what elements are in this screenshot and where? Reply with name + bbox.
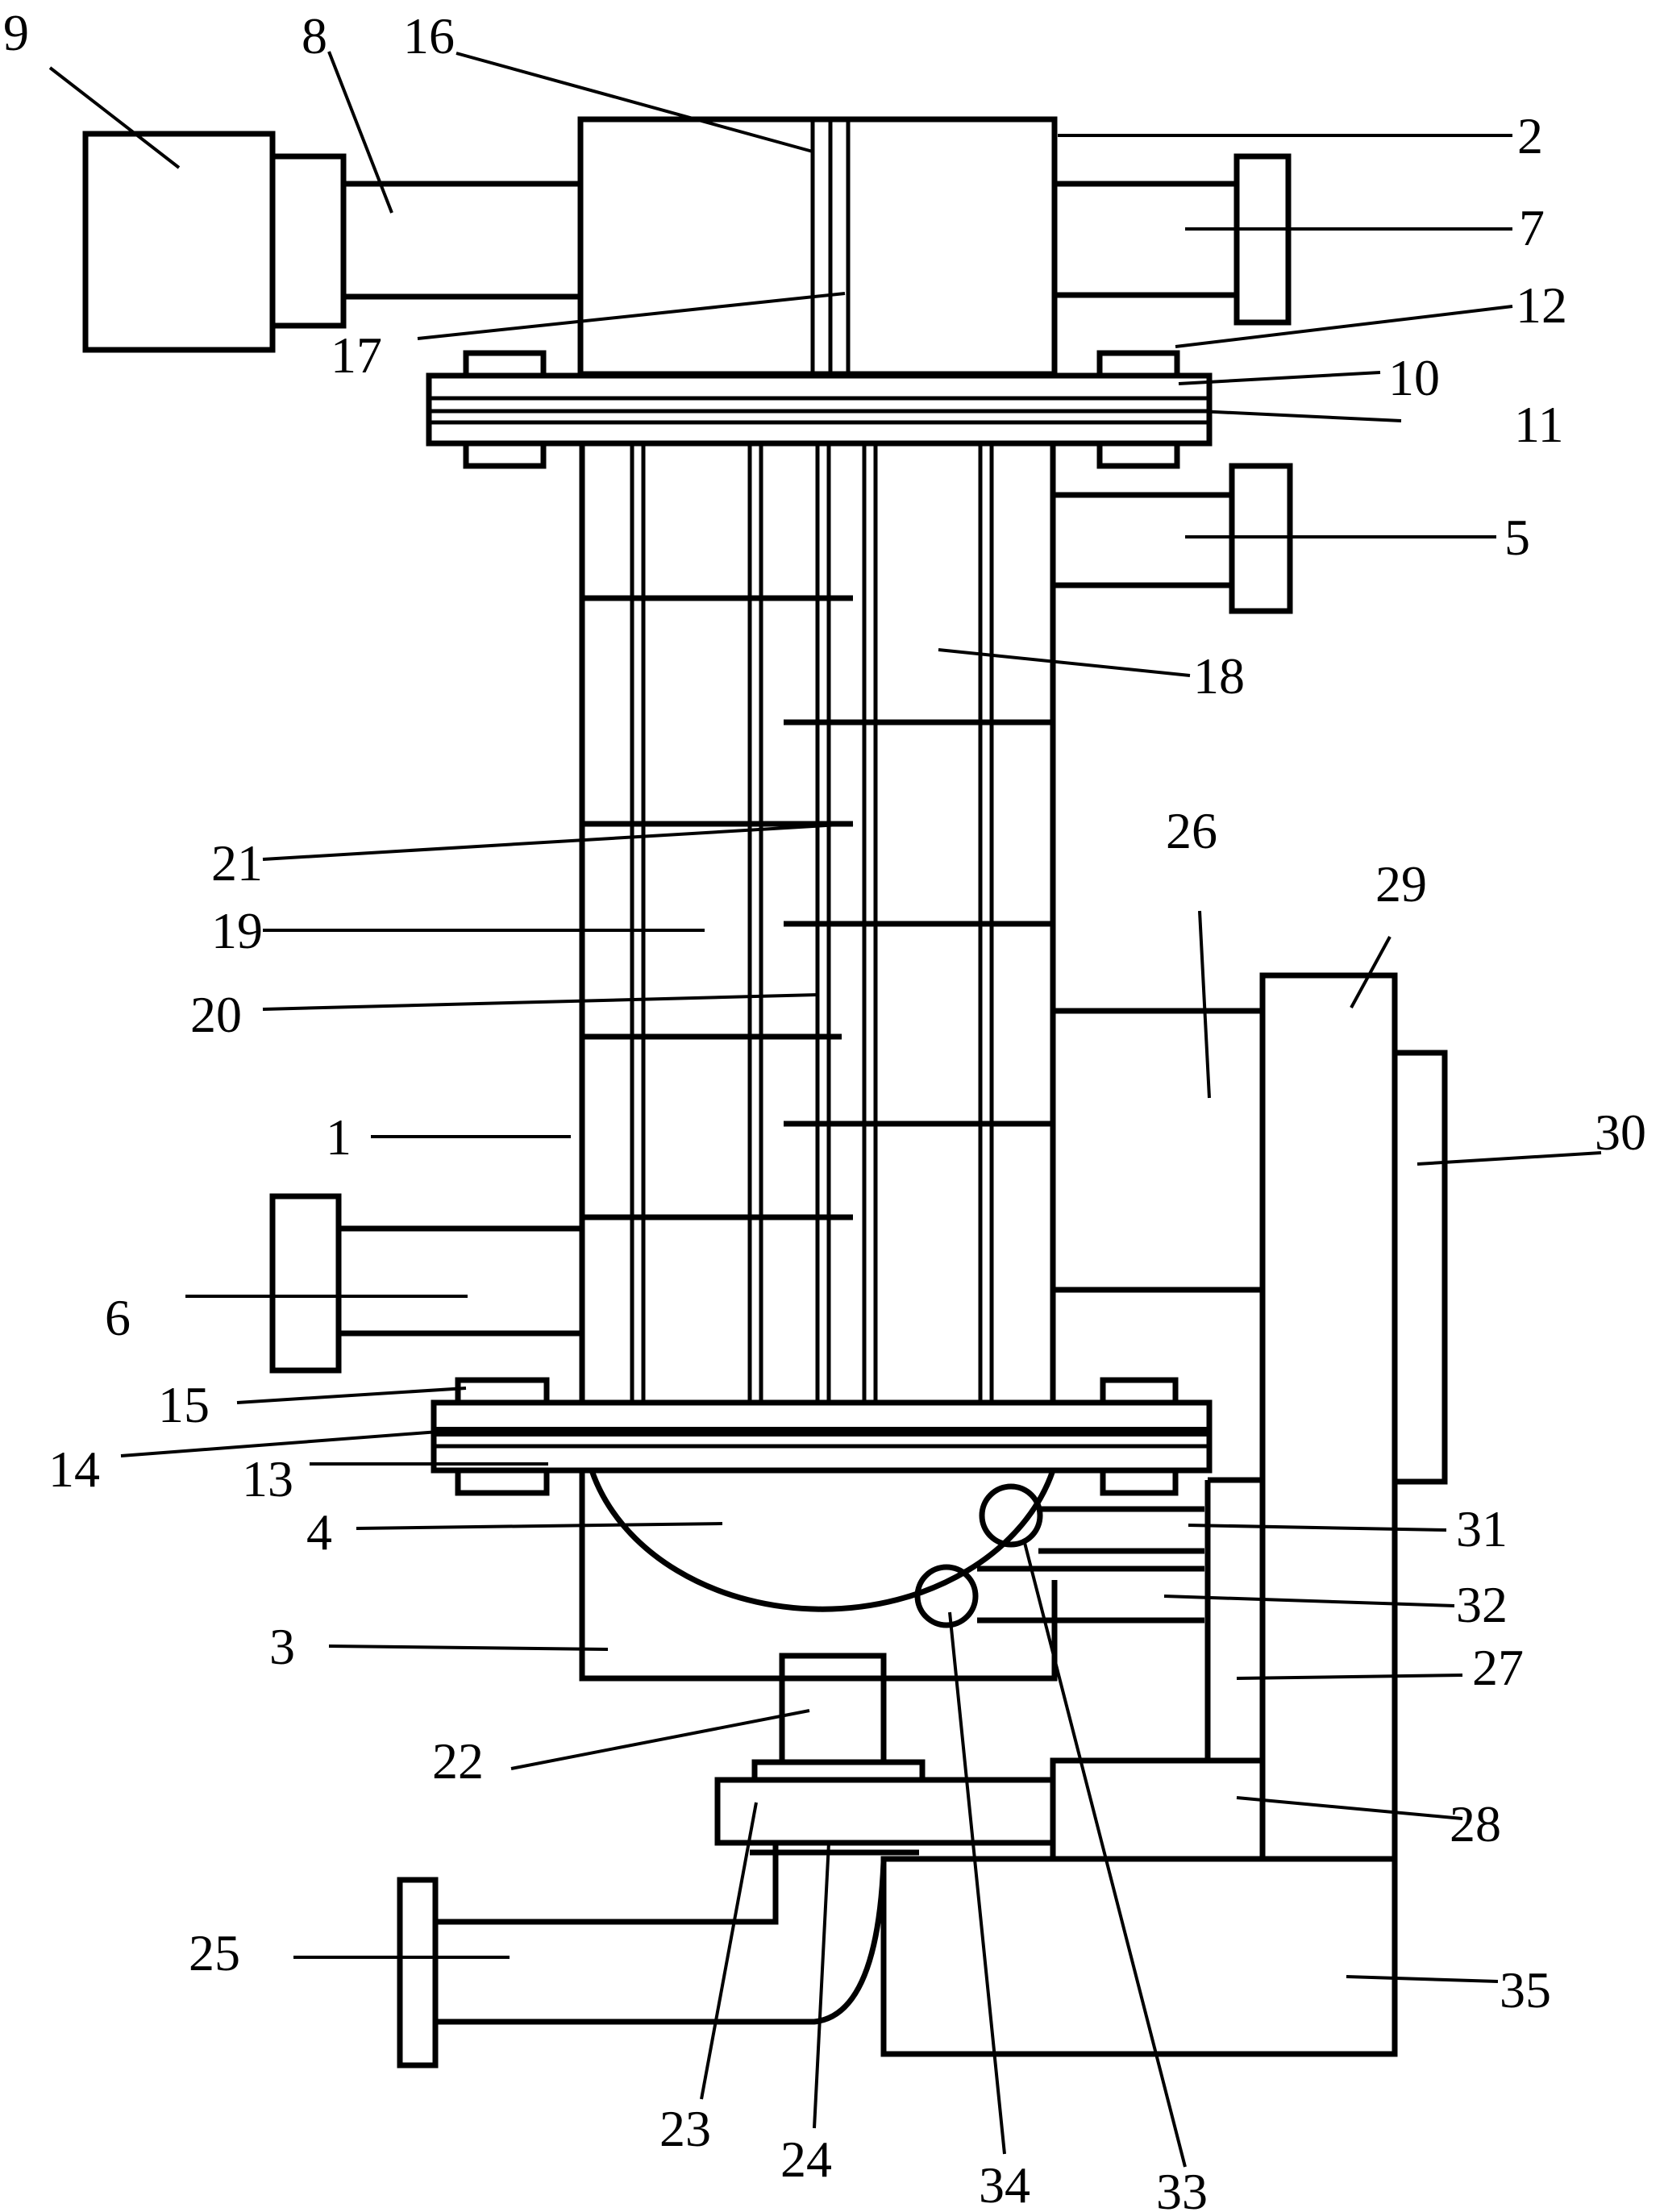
label-6: 6 [105,1289,131,1346]
leader-18 [938,648,1191,677]
label-26: 26 [1166,802,1217,859]
discharge-pipe-lower [435,1861,887,2025]
leader-24 [813,1842,830,2129]
label-28: 28 [1450,1795,1501,1852]
tower-29 [1259,972,1398,1862]
label-11: 11 [1514,396,1564,453]
roller-33 [979,1483,1043,1548]
leader-30 [1416,1151,1602,1166]
discharge-flange [397,1877,439,2069]
label-34: 34 [979,2156,1030,2212]
leader-3 [328,1644,609,1651]
label-33: 33 [1156,2163,1208,2212]
label-25: 25 [189,1924,240,1981]
label-30: 30 [1595,1104,1646,1161]
leader-14 [120,1430,439,1457]
leader-33 [1022,1539,1187,2168]
label-15: 15 [158,1376,210,1433]
label-12: 12 [1516,276,1567,334]
leader-15 [236,1387,467,1404]
label-32: 32 [1456,1576,1508,1633]
label-14: 14 [48,1441,100,1498]
upper-bolt-head-right [1096,350,1180,379]
nozzle-6-flange [269,1193,342,1374]
leader-32 [1163,1595,1455,1607]
leader-35 [1346,1975,1499,1983]
upper-bolt-head-left [463,350,547,379]
support-frame [579,1470,1058,1682]
upper-bolt-nut-left [463,440,547,469]
discharge-pipe-upper [435,1843,779,1925]
label-24: 24 [780,2131,832,2188]
outlet-flange [1233,153,1292,326]
leader-12 [1175,305,1513,348]
label-13: 13 [242,1450,293,1507]
label-23: 23 [659,2100,711,2157]
lower-bolt-nut-left [455,1467,550,1496]
label-19: 19 [211,902,263,959]
label-18: 18 [1193,647,1245,705]
upper-bolt-nut-right [1096,440,1180,469]
panel-30 [1392,1050,1448,1485]
leader-20 [262,993,818,1011]
label-22: 22 [432,1732,484,1790]
leader-8 [327,51,393,214]
outlet-neck-22 [779,1653,887,1765]
label-31: 31 [1456,1500,1508,1557]
leader-4 [356,1522,723,1530]
leader-27 [1236,1674,1463,1680]
label-8: 8 [302,7,327,64]
leader-11 [1197,410,1402,422]
label-29: 29 [1375,855,1427,913]
label-7: 7 [1519,199,1545,256]
lower-bolt-head-left [455,1377,550,1406]
label-20: 20 [190,986,242,1043]
label-27: 27 [1472,1639,1524,1696]
lower-bolt-nut-right [1100,1467,1179,1496]
bowl-4 [589,1469,1056,1612]
label-1: 1 [326,1108,352,1166]
leader-34 [948,1611,1006,2155]
label-10: 10 [1388,349,1440,406]
leader-21 [262,822,854,861]
label-3: 3 [269,1618,295,1675]
label-5: 5 [1504,509,1530,566]
label-35: 35 [1500,1961,1551,2019]
roller-34 [914,1564,979,1628]
label-16: 16 [403,7,455,64]
label-9: 9 [3,4,29,61]
label-17: 17 [331,326,382,384]
lower-flange-gasket [434,1427,1209,1437]
top-head [577,116,1058,377]
leader-28 [1236,1796,1463,1820]
leader-9 [48,66,181,169]
lower-bolt-head-right [1100,1377,1179,1406]
leader-10 [1178,371,1381,385]
base-35 [880,1856,1398,2057]
plate-23 [714,1777,1056,1846]
leader-31 [1188,1524,1447,1532]
leader-22 [510,1709,810,1770]
label-2: 2 [1517,107,1543,164]
label-21: 21 [211,834,263,892]
leader-17 [417,292,846,340]
leader-23 [700,1802,758,2100]
leader-29 [1350,936,1392,1008]
leader-16 [456,52,813,153]
coupling [269,153,347,329]
leader-26 [1198,910,1211,1099]
label-4: 4 [306,1503,332,1561]
